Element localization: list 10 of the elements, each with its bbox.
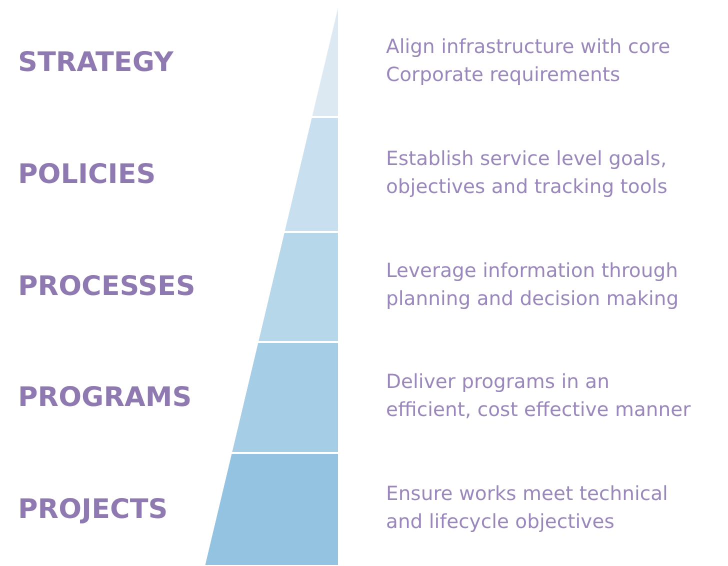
tier-label: PROJECTS	[18, 494, 168, 526]
tier-label: PROGRAMS	[18, 382, 192, 414]
tier-description: Establish service level goals, objectives and tracking tools	[386, 146, 668, 200]
tier-description: Deliver programs in an efficient, cost effective manner	[386, 368, 692, 422]
tier-description: Ensure works meet technical and lifecycle objectives	[386, 480, 669, 534]
tier-description: Align infrastructure with core Corporate requirements	[386, 34, 672, 88]
tier-label: POLICIES	[18, 158, 156, 190]
tier-label: PROCESSES	[18, 271, 196, 303]
tier-label: STRATEGY	[18, 46, 174, 78]
tier-description: Leverage information through planning and decision making	[386, 258, 680, 312]
